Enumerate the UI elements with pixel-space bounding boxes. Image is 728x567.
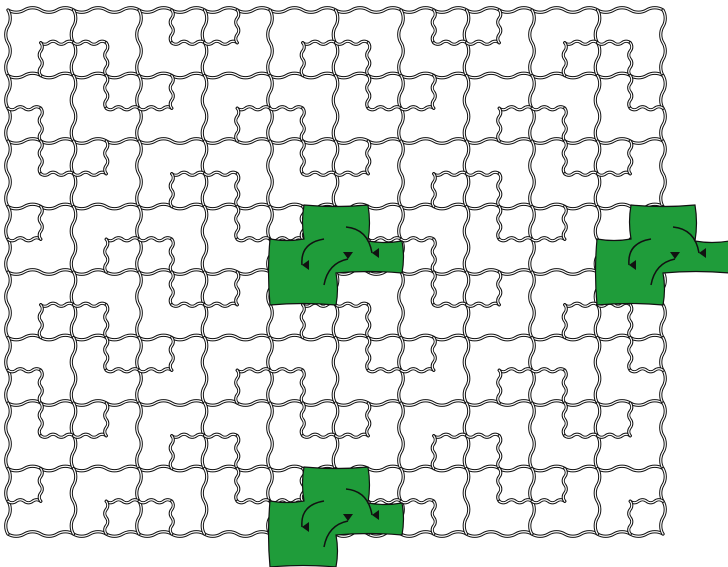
highlight-cluster-1 (269, 205, 404, 305)
highlight-cluster-2 (596, 205, 728, 305)
highlight-cluster-3 (269, 467, 404, 567)
